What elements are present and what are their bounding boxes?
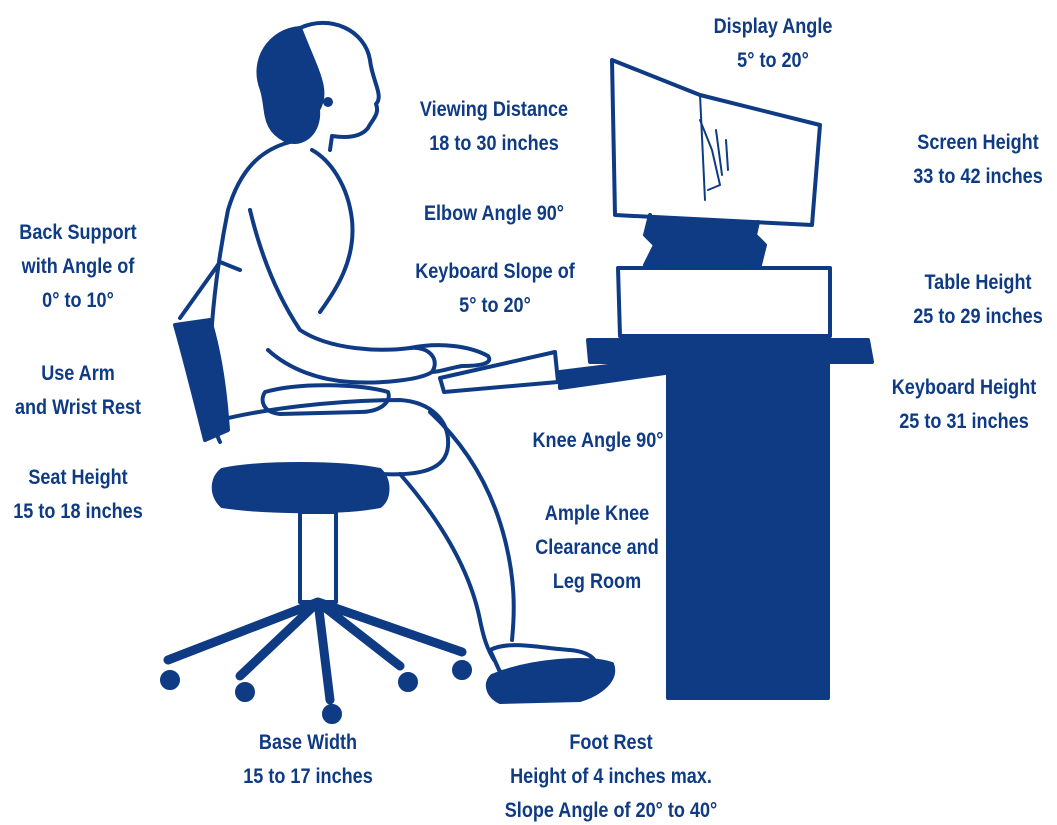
- label-arm-rest: Use Arm and Wrist Rest: [11, 357, 145, 425]
- monitor-illustration: [612, 60, 820, 265]
- label-foot-rest: Foot Rest Height of 4 inches max. Slope …: [493, 726, 729, 825]
- label-keyboard-slope: Keyboard Slope of 5° to 20°: [412, 255, 579, 323]
- label-table-height: Table Height 25 to 29 inches: [901, 266, 1056, 334]
- label-viewing-distance: Viewing Distance 18 to 30 inches: [413, 93, 575, 161]
- label-knee-clearance: Ample Knee Clearance and Leg Room: [526, 497, 669, 599]
- label-seat-height: Seat Height 15 to 18 inches: [11, 461, 145, 529]
- riser-box: [618, 268, 830, 336]
- label-elbow-angle: Elbow Angle 90°: [413, 197, 575, 231]
- label-keyboard-height: Keyboard Height 25 to 31 inches: [887, 371, 1042, 439]
- label-display-angle: Display Angle 5° to 20°: [704, 10, 842, 78]
- keyboard-illustration: [440, 352, 558, 392]
- label-base-width: Base Width 15 to 17 inches: [232, 726, 383, 794]
- chair-illustration: [162, 262, 470, 722]
- label-screen-height: Screen Height 33 to 42 inches: [901, 126, 1056, 194]
- foot-rest-illustration: [488, 660, 613, 702]
- label-knee-angle: Knee Angle 90°: [522, 424, 673, 458]
- label-back-support: Back Support with Angle of 0° to 10°: [11, 216, 145, 318]
